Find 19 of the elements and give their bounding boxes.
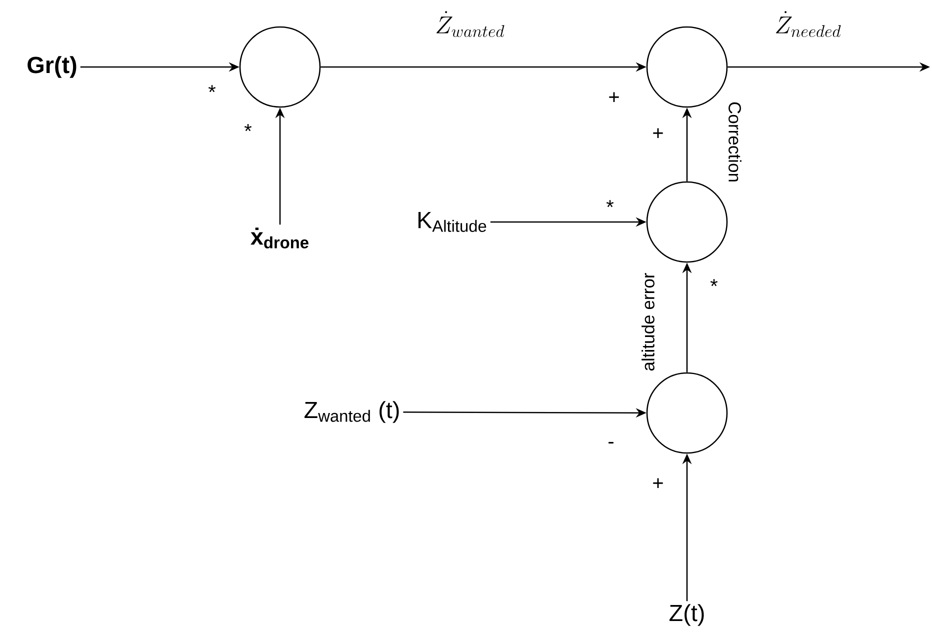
input-label: ẋ$_{drone}$ (250, 228, 308, 248)
edge-label: Correction (727, 100, 743, 184)
edge-label: $\dot{Z}_{needed}$ (773, 10, 843, 38)
sign-label: + (653, 478, 663, 488)
input-label: Gr(t) (28, 56, 76, 78)
summing-junction (646, 26, 728, 108)
summing-junction (239, 26, 321, 108)
sign-label: * (208, 85, 216, 92)
summing-junction (646, 372, 728, 454)
edge-label: $\dot{Z}_{wanted}$ (434, 10, 506, 38)
summing-junction (646, 181, 728, 263)
sign-label: + (653, 128, 663, 138)
input-label: Z$_{wanted}$ (t) (304, 401, 399, 423)
sign-label: + (609, 92, 619, 102)
input-label: K$_{Altitude}$ (418, 212, 486, 232)
sign-label: * (606, 200, 614, 208)
sign-label: - (608, 442, 614, 444)
input-label: Z(t) (670, 604, 704, 626)
edge-label: altitude error (640, 272, 656, 372)
